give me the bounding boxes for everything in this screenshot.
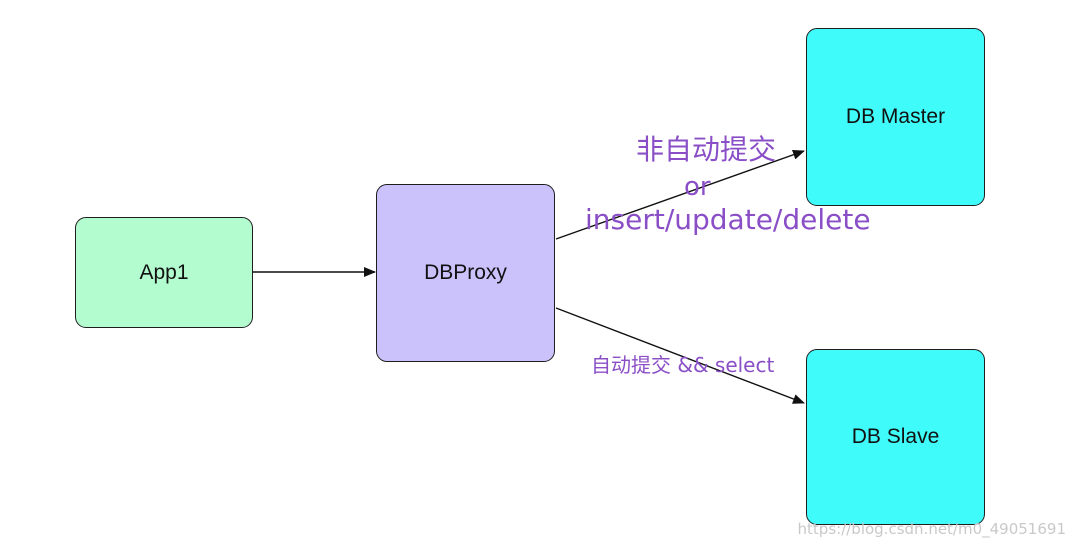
edge-proxy-to-master (555, 149, 805, 240)
node-db-master-label: DB Master (845, 105, 946, 128)
node-dbproxy: DBProxy (376, 184, 555, 362)
node-app1-label: App1 (139, 260, 189, 284)
node-db-slave-label: DB Slave (851, 425, 940, 448)
node-db-master: DB Master (806, 28, 985, 206)
edge-label-master-line1: 非自动提交 (636, 133, 777, 166)
watermark-text: https://blog.csdn.net/m0_49051691 (797, 520, 1066, 538)
edge-label-master-line3: insert/update/delete (585, 203, 871, 236)
node-dbproxy-label: DBProxy (424, 261, 507, 284)
node-app1: App1 (75, 217, 253, 328)
node-db-slave: DB Slave (806, 349, 985, 525)
edge-label-master-line2: or (684, 172, 711, 202)
edge-proxy-to-slave (555, 307, 805, 404)
edge-label-slave: 自动提交 && select (591, 353, 775, 377)
